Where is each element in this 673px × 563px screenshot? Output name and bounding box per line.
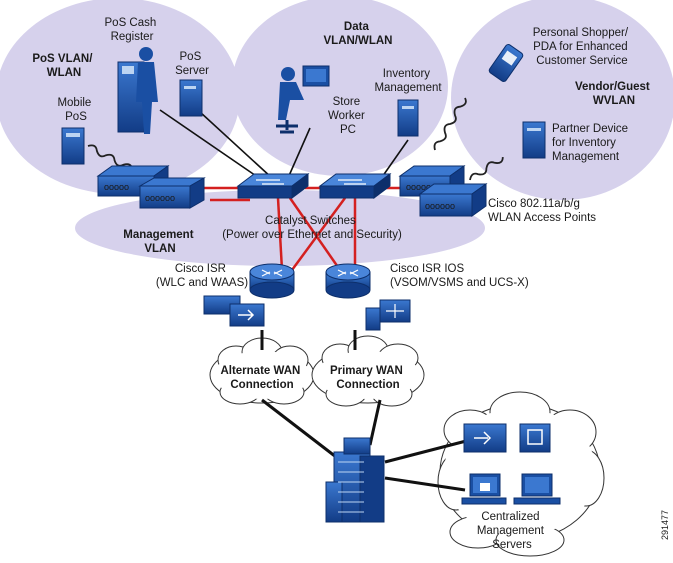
inventory-management-label: Inventory Management <box>374 68 442 94</box>
data-vlan-label: Data VLAN/WLAN <box>324 21 393 47</box>
access-points-label: Cisco 802.11a/b/g WLAN Access Points <box>488 198 596 224</box>
management-server-icons <box>461 423 561 505</box>
device-links <box>159 109 409 181</box>
svg-text:oooooo: oooooo <box>425 201 455 211</box>
isr-router-left-icon <box>203 263 295 327</box>
primary-wan-label: Primary WAN Connection <box>330 365 406 391</box>
svg-text:ooooo: ooooo <box>104 182 129 192</box>
pos-access-point-icon-2: oooooo <box>138 177 206 209</box>
serial-cables <box>87 97 504 181</box>
isr-router-right-icon <box>325 263 411 331</box>
catalyst-switches-label: Catalyst Switches (Power over Ethernet a… <box>222 215 402 241</box>
pos-server-icon <box>179 79 203 117</box>
isr-right-label: Cisco ISR IOS (VSOM/VSMS and UCS-X) <box>390 263 529 289</box>
labels: PoS VLAN/ WLAN Data VLAN/WLAN Vendor/Gue… <box>32 17 670 551</box>
personal-shopper-label: Personal Shopper/ PDA for Enhanced Custo… <box>533 27 631 67</box>
store-worker-pc-label: Store Worker PC <box>328 96 368 136</box>
svg-text:oooooo: oooooo <box>145 193 175 203</box>
management-vlan-label: Management VLAN <box>123 229 197 255</box>
partner-device-icon <box>522 121 546 159</box>
pos-vlan-label: PoS VLAN/ WLAN <box>32 53 95 79</box>
pos-server-label: PoS Server <box>175 51 209 77</box>
figure-id: 291477 <box>660 510 670 540</box>
alternate-wan-label: Alternate WAN Connection <box>220 365 303 391</box>
mobile-pos-label: Mobile PoS <box>57 97 94 123</box>
svg-text:ooooo: ooooo <box>406 182 431 192</box>
primary-wan-cloud <box>311 335 425 407</box>
wan-links <box>260 330 471 492</box>
mobile-pos-icon <box>61 127 85 165</box>
partner-device-label: Partner Device for Inventory Management <box>552 123 631 163</box>
inventory-management-icon <box>397 99 419 137</box>
data-center-icon <box>325 437 385 523</box>
pos-cash-register-icon <box>117 47 158 134</box>
alternate-wan-cloud <box>209 337 315 405</box>
store-worker-pc-icon <box>276 65 330 134</box>
catalyst-switch-icon-right <box>318 173 392 199</box>
central-servers-label: Centralized Management Servers <box>477 511 547 551</box>
vendor-vlan-label: Vendor/Guest WVLAN <box>575 81 653 107</box>
pda-icon <box>488 44 524 82</box>
catalyst-switch-icon-left <box>236 173 310 199</box>
wlan-access-point-icon-2: oooooo <box>418 183 488 217</box>
isr-left-label: Cisco ISR (WLC and WAAS) <box>156 263 248 289</box>
pos-cash-register-label: PoS Cash Register <box>105 17 160 43</box>
